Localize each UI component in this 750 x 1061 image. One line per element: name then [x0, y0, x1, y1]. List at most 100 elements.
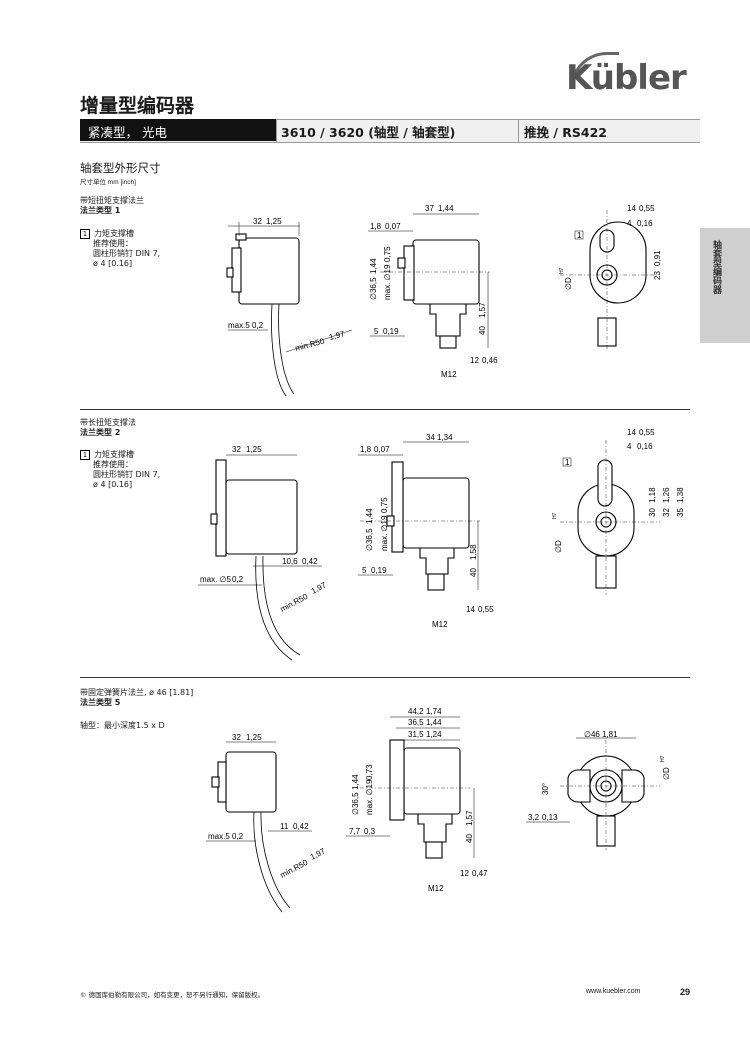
dim-label: 12 — [460, 869, 469, 878]
dim-label: 0,07 — [385, 222, 401, 231]
dim-label: 1,8 — [360, 445, 372, 454]
dim-label: 1,97 — [328, 329, 346, 342]
dim-label: 5 — [362, 566, 367, 575]
dim-label: 0,07 — [374, 445, 390, 454]
note-ref: 1 — [577, 231, 582, 240]
dim-label: 1,44 — [351, 774, 360, 790]
dim-label: 10,6 — [282, 557, 298, 566]
dim-label: 1,25 — [246, 445, 262, 454]
section-divider — [80, 409, 690, 410]
dim-label: 1,25 — [266, 217, 282, 226]
footer-copyright: © 德国库伯勒有限公司，如有变更，恕不另行通知，保留版权。 — [80, 991, 265, 999]
dim-label: 1,44 — [365, 508, 374, 524]
note-text: 力矩支撑槽 — [94, 229, 134, 238]
note-number: 1 — [80, 229, 90, 239]
dim-label: 1,44 — [426, 718, 442, 727]
dim-label: 3,2 — [528, 813, 540, 822]
dim-label: min.R50 — [294, 336, 326, 353]
dim-label: 0,55 — [639, 428, 655, 437]
note-line: 圆柱形销钉 DIN 7, — [93, 470, 161, 479]
dim-label: min.R50 — [279, 592, 310, 614]
dim-label: ∅36,5 — [369, 277, 378, 300]
dim-label: ∅36,5 — [365, 528, 374, 551]
dim-label: 32 — [232, 733, 241, 742]
note-line: 推荐使用： — [93, 239, 133, 248]
flange-type: 法兰类型 2 — [80, 428, 121, 437]
dim-label: 1,24 — [426, 730, 442, 739]
dim-label: 0,91 — [653, 250, 662, 266]
dim-label: 0,2 — [232, 575, 244, 584]
dim-label: 1,81 — [602, 730, 618, 739]
dim-label: 34 — [426, 433, 435, 442]
dim-label: ∅46 — [584, 730, 600, 739]
dim-label: ∅D — [554, 540, 563, 553]
dim-label: 14 — [627, 428, 636, 437]
dim-label: 1,44 — [438, 204, 454, 213]
flange-type: 法兰类型 1 — [80, 206, 121, 215]
dim-label: 1,34 — [437, 433, 453, 442]
note: 1 力矩支撑槽 — [80, 450, 134, 460]
side-tab — [700, 228, 750, 343]
dim-label: ∅D — [662, 767, 671, 780]
dim-label: 0,55 — [639, 204, 655, 213]
dim-label: 11 — [280, 822, 289, 831]
footer-url[interactable]: www.kuebler.com — [586, 988, 641, 995]
note-line: ø 4 [0.16] — [93, 259, 133, 268]
dim-label: 32 — [662, 508, 671, 517]
dim-label: 1,74 — [426, 707, 442, 716]
dim-label: 0,55 — [478, 605, 494, 614]
dim-label: max.5 — [208, 832, 230, 841]
dim-label: 1,8 — [370, 222, 382, 231]
dim-label: 37 — [425, 204, 434, 213]
dim-label: 1,38 — [676, 487, 685, 503]
dim-label: M12 — [428, 884, 444, 893]
dim-label: 0,19 — [383, 327, 399, 336]
dim-label: max. ∅5 — [200, 575, 232, 584]
note-ref: 1 — [565, 458, 570, 467]
dim-label: 0,73 — [365, 764, 374, 780]
dim-label: 0,16 — [637, 219, 653, 228]
dim-label: 0,42 — [302, 557, 318, 566]
note-number: 1 — [80, 450, 90, 460]
section-title: 轴套型外形尺寸 — [80, 161, 161, 175]
dim-label: 0,46 — [482, 356, 498, 365]
dim-label: 1,57 — [465, 810, 474, 826]
dim-label: max. ∅19 — [365, 779, 374, 815]
dim-label: M12 — [432, 620, 448, 629]
dim-label: min.R50 — [279, 858, 310, 880]
dim-label: 30 — [648, 508, 657, 517]
dim-label: max. ∅19 — [380, 515, 389, 551]
page-number: 29 — [680, 987, 691, 997]
note-text: 力矩支撑槽 — [94, 450, 134, 459]
dim-label: ∅D — [564, 277, 573, 290]
dim-label: 40 — [469, 568, 478, 577]
dim-label: H7 — [552, 512, 558, 519]
page-title: 增量型编码器 — [80, 95, 195, 117]
flange-title: 带长扭矩支撑法 — [80, 418, 136, 427]
dim-label: 1,97 — [310, 580, 328, 596]
dim-label: 5 — [374, 327, 379, 336]
dim-label: 0,47 — [472, 869, 488, 878]
dim-label: 1,58 — [469, 544, 478, 560]
dim-label: 0,19 — [371, 566, 387, 575]
header-model: 3610 / 3620 (轴型 / 轴套型) — [281, 125, 456, 140]
header-output: 推挽 / RS422 — [524, 125, 607, 140]
dim-label: 32 — [232, 445, 241, 454]
dim-label: 0,2 — [232, 832, 244, 841]
side-tab-label: 轴套型编码器 — [711, 240, 721, 294]
dim-label: 32 — [253, 217, 262, 226]
dim-label: 12 — [470, 356, 479, 365]
note-line: 推荐使用： — [93, 460, 133, 469]
note: 1 力矩支撑槽 — [80, 229, 134, 239]
dim-label: H7 — [660, 755, 666, 762]
